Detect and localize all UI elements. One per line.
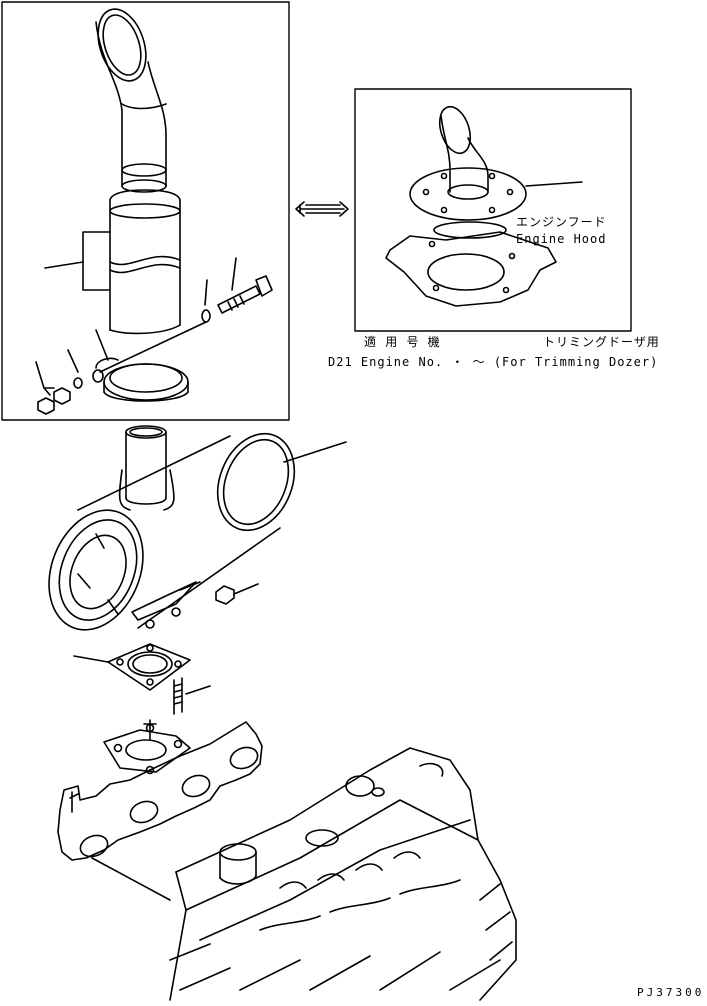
flange-gasket	[73, 643, 191, 691]
flange-nut	[215, 583, 259, 605]
applicability-line: D21 Engine No. ・ ～ (For Trimming Dozer)	[328, 355, 658, 369]
exhaust-stack-elbow	[95, 8, 167, 177]
equivalence-arrow-icon	[295, 201, 349, 217]
stud-bolt	[173, 677, 211, 715]
nuts	[37, 377, 83, 415]
hood-label-en: Engine Hood	[516, 232, 606, 246]
muffler	[48, 425, 347, 631]
hood-label-ja: エンジンフード	[516, 215, 607, 229]
exhaust-pipe	[109, 169, 181, 335]
hood-stack-detail	[385, 105, 583, 307]
exploded-view-frame	[1, 1, 290, 421]
engine-block	[169, 747, 517, 1001]
applicability-suffix: トリミングドーザ用	[543, 335, 660, 349]
washer	[201, 309, 211, 323]
clamp-band	[92, 321, 207, 402]
pipe-leaders	[35, 231, 237, 396]
detail-labels: エンジンフード Engine Hood	[516, 215, 607, 246]
exhaust-manifold	[57, 719, 263, 901]
clamp-bolt	[217, 275, 273, 314]
applicability-note: 適 用 号 機 トリミングドーザ用 D21 Engine No. ・ ～ (Fo…	[328, 334, 660, 369]
drawing-code: PJ37300	[637, 986, 704, 999]
applicability-heading: 適 用 号 機	[364, 334, 441, 349]
detail-view-frame	[354, 88, 632, 332]
